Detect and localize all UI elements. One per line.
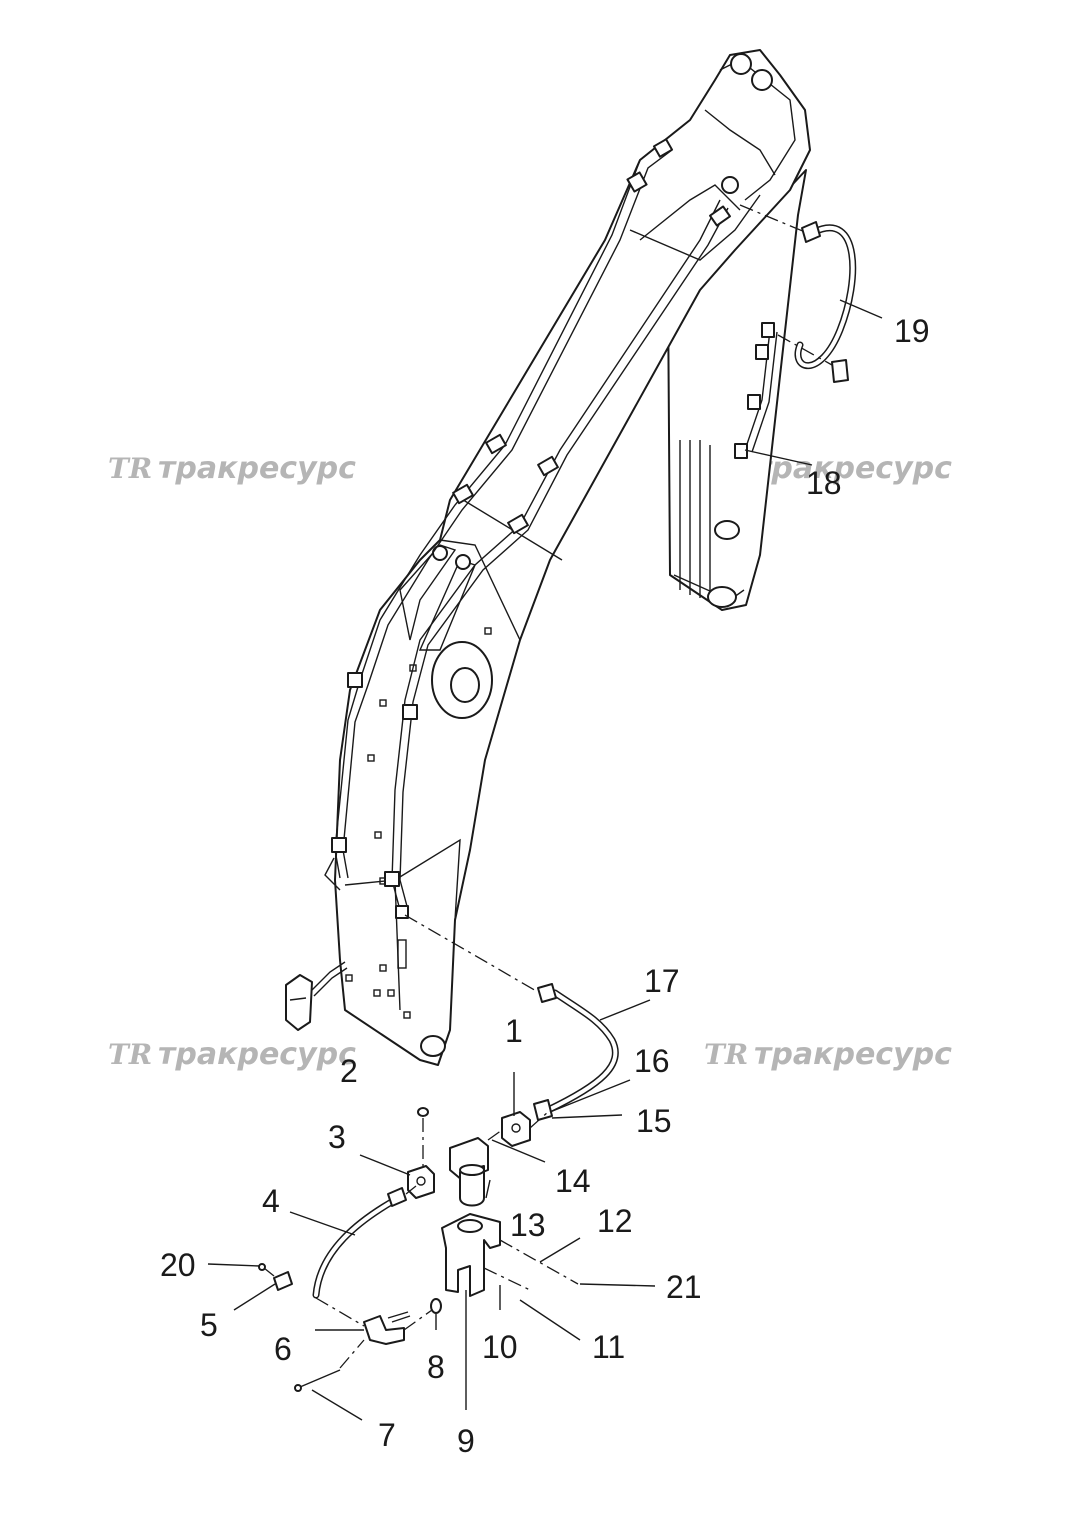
watermark-text: тракресурс [158, 1037, 356, 1072]
callout-16: 16 [634, 1043, 670, 1079]
boom-pipes [324, 138, 731, 919]
watermark-text: тракресурс [754, 1037, 952, 1072]
callout-19: 19 [894, 313, 930, 349]
arm-pipes [734, 204, 857, 459]
callout-12: 12 [597, 1203, 633, 1239]
hose-17 [404, 914, 619, 1121]
callout-18: 18 [806, 465, 842, 501]
callout-8: 8 [427, 1349, 445, 1385]
callout-3: 3 [328, 1119, 346, 1155]
callout-labels: 1 2 3 4 5 6 7 8 9 10 11 12 13 14 15 16 1… [160, 313, 930, 1459]
callout-4: 4 [262, 1183, 280, 1219]
callout-14: 14 [555, 1163, 591, 1199]
callout-7: 7 [378, 1417, 396, 1453]
hose-4 [258, 1185, 442, 1392]
callout-1: 1 [505, 1013, 523, 1049]
watermark-logo: TR [108, 452, 152, 485]
foot-bracket [285, 961, 348, 1031]
callout-5: 5 [200, 1307, 218, 1343]
callout-11: 11 [592, 1329, 625, 1365]
boom [334, 49, 811, 1066]
watermark-bottom-right: TR тракресурс [704, 1037, 952, 1072]
watermark-bottom-left: TR тракресурс [108, 1037, 356, 1072]
watermark-logo: TR [108, 1038, 152, 1071]
callout-20: 20 [160, 1247, 196, 1283]
watermark-top-left: TR тракресурс [108, 451, 356, 486]
leader-lines [207, 299, 883, 1421]
callout-13: 13 [510, 1207, 546, 1243]
callout-21: 21 [666, 1269, 702, 1305]
callout-2: 2 [340, 1053, 358, 1089]
watermark-text: тракресурс [754, 451, 952, 486]
callout-17: 17 [644, 963, 680, 999]
callout-15: 15 [636, 1103, 672, 1139]
callout-10: 10 [482, 1329, 518, 1365]
callout-6: 6 [274, 1331, 292, 1367]
watermark-logo: TR [704, 1038, 748, 1071]
watermark-text: тракресурс [158, 451, 356, 486]
callout-9: 9 [457, 1423, 475, 1459]
valve-assembly [407, 1107, 579, 1297]
